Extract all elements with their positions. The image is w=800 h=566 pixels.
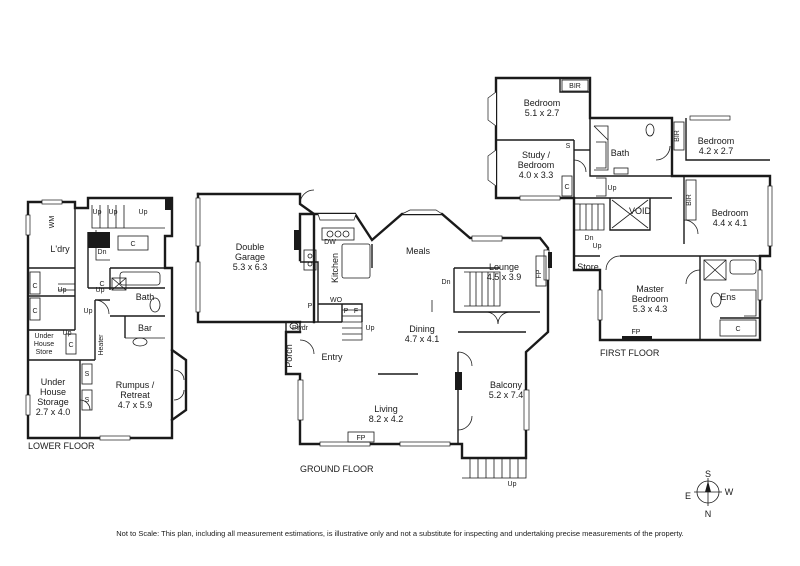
dining-name: Dining xyxy=(409,324,435,334)
study-name: Study / xyxy=(522,150,551,160)
garage-name-2: Garage xyxy=(235,252,265,262)
compass-n: N xyxy=(705,509,712,519)
store-name: Under xyxy=(34,333,54,340)
ground-floor-label: GROUND FLOOR xyxy=(300,464,374,474)
ground-floor: GROUND FLOOR Double Garage 5.3 x 6.3 Kit… xyxy=(195,189,552,488)
lower-floor-label: LOWER FLOOR xyxy=(28,441,95,451)
bar-name: Bar xyxy=(138,323,152,333)
store-name-3: Store xyxy=(36,349,53,356)
lounge-name: Lounge xyxy=(489,262,519,272)
disclaimer-text: Not to Scale: This plan, including all m… xyxy=(116,529,684,538)
bedroom1-name: Bedroom xyxy=(524,98,561,108)
ground-up-2: Up xyxy=(508,481,517,488)
laundry-name: L'dry xyxy=(50,244,70,254)
storage-name-2: House xyxy=(40,387,66,397)
garage-dims: 5.3 x 6.3 xyxy=(233,262,268,272)
fridge-label: F xyxy=(354,308,358,315)
ground-up-1: Up xyxy=(366,325,375,332)
living-dims: 8.2 x 4.2 xyxy=(369,414,404,424)
storage-dims: 2.7 x 4.0 xyxy=(36,407,71,417)
bedroom2-dims: 4.2 x 2.7 xyxy=(699,146,734,156)
first-cupboard-1: C xyxy=(564,184,569,191)
lower-up-7: Up xyxy=(63,330,72,337)
rumpus-dims: 4.7 x 5.9 xyxy=(118,400,153,410)
master-name: Master xyxy=(636,284,664,294)
lower-floor: LOWER FLOOR Rumpus / Retreat 4.7 x 5.9 U… xyxy=(25,196,188,451)
pantry-label-2: P xyxy=(344,308,349,315)
store-name-2: House xyxy=(34,341,54,348)
first-floor-label: FIRST FLOOR xyxy=(600,348,660,358)
lower-up-4: Up xyxy=(58,287,67,294)
master-name-2: Bedroom xyxy=(632,294,669,304)
bedroom3-dims: 4.4 x 4.1 xyxy=(713,218,748,228)
lower-dn-1: Dn xyxy=(98,249,107,256)
balcony-name: Balcony xyxy=(490,380,523,390)
store-name: Store xyxy=(577,262,599,272)
storage-name: Under xyxy=(41,377,66,387)
first-up-2: Up xyxy=(593,243,602,250)
dw-label: DW xyxy=(324,239,336,246)
lower-cupboard-4: C xyxy=(68,342,73,349)
bedroom2-name: Bedroom xyxy=(698,136,735,146)
meals-name: Meals xyxy=(406,246,431,256)
study-dims: 4.0 x 3.3 xyxy=(519,170,554,180)
lower-cupboard-2: C xyxy=(32,308,37,315)
compass-s: S xyxy=(705,469,711,479)
living-fp-label: FP xyxy=(357,435,366,442)
bir-label-3: BIR xyxy=(686,194,693,206)
dining-dims: 4.7 x 4.1 xyxy=(405,334,440,344)
balcony-dims: 5.2 x 7.4 xyxy=(489,390,524,400)
void-label: VOID xyxy=(629,206,652,216)
master-fp-label: FP xyxy=(632,329,641,336)
master-dims: 5.3 x 4.3 xyxy=(633,304,668,314)
storage-name-3: Storage xyxy=(37,397,69,407)
first-dn-1: Dn xyxy=(585,235,594,242)
porch-name: Porch xyxy=(284,344,294,368)
heater-label: Heater xyxy=(98,334,105,356)
first-cupboard-2: C xyxy=(735,326,740,333)
rumpus-name-2: Retreat xyxy=(120,390,150,400)
study-name-2: Bedroom xyxy=(518,160,555,170)
bir-label-1: BIR xyxy=(569,83,581,90)
lower-bath-name: Bath xyxy=(136,292,155,302)
lower-cupboard-1: C xyxy=(32,283,37,290)
ens-name: Ens xyxy=(720,292,736,302)
pwdr-name: Pwdr xyxy=(292,325,309,332)
garage-name: Double xyxy=(236,242,265,252)
lounge-fp-label: FP xyxy=(536,269,543,278)
lower-shelf-1: S xyxy=(85,371,90,378)
bedroom3-name: Bedroom xyxy=(712,208,749,218)
lower-up-1: Up xyxy=(93,209,102,216)
first-floor: FIRST FLOOR Bedroom 5.1 x 2.7 Study / Be… xyxy=(487,76,773,358)
living-name: Living xyxy=(374,404,398,414)
ground-dn-1: Dn xyxy=(442,279,451,286)
wo-label: WO xyxy=(330,297,343,304)
entry-name: Entry xyxy=(321,352,343,362)
compass: S W E N xyxy=(685,469,734,519)
kitchen-name: Kitchen xyxy=(330,253,340,283)
lower-up-2: Up xyxy=(109,209,118,216)
lower-up-6: Up xyxy=(84,308,93,315)
compass-e: E xyxy=(685,491,691,501)
lower-cupboard-3: C xyxy=(130,241,135,248)
lower-shelf-2: S xyxy=(85,397,90,404)
first-up-1: Up xyxy=(608,185,617,192)
lower-cupboard-5: C xyxy=(99,281,104,288)
first-bath-name: Bath xyxy=(611,148,630,158)
compass-w: W xyxy=(725,487,734,497)
wm-label: WM xyxy=(49,216,56,229)
first-shelf-1: S xyxy=(566,143,571,150)
bir-label-2: BIR xyxy=(674,130,681,142)
lower-up-3: Up xyxy=(139,209,148,216)
lounge-dims: 4.5 x 3.9 xyxy=(487,272,522,282)
bedroom1-dims: 5.1 x 2.7 xyxy=(525,108,560,118)
pantry-label: P xyxy=(308,303,313,310)
rumpus-name: Rumpus / xyxy=(116,380,155,390)
lower-up-5: Up xyxy=(96,287,105,294)
